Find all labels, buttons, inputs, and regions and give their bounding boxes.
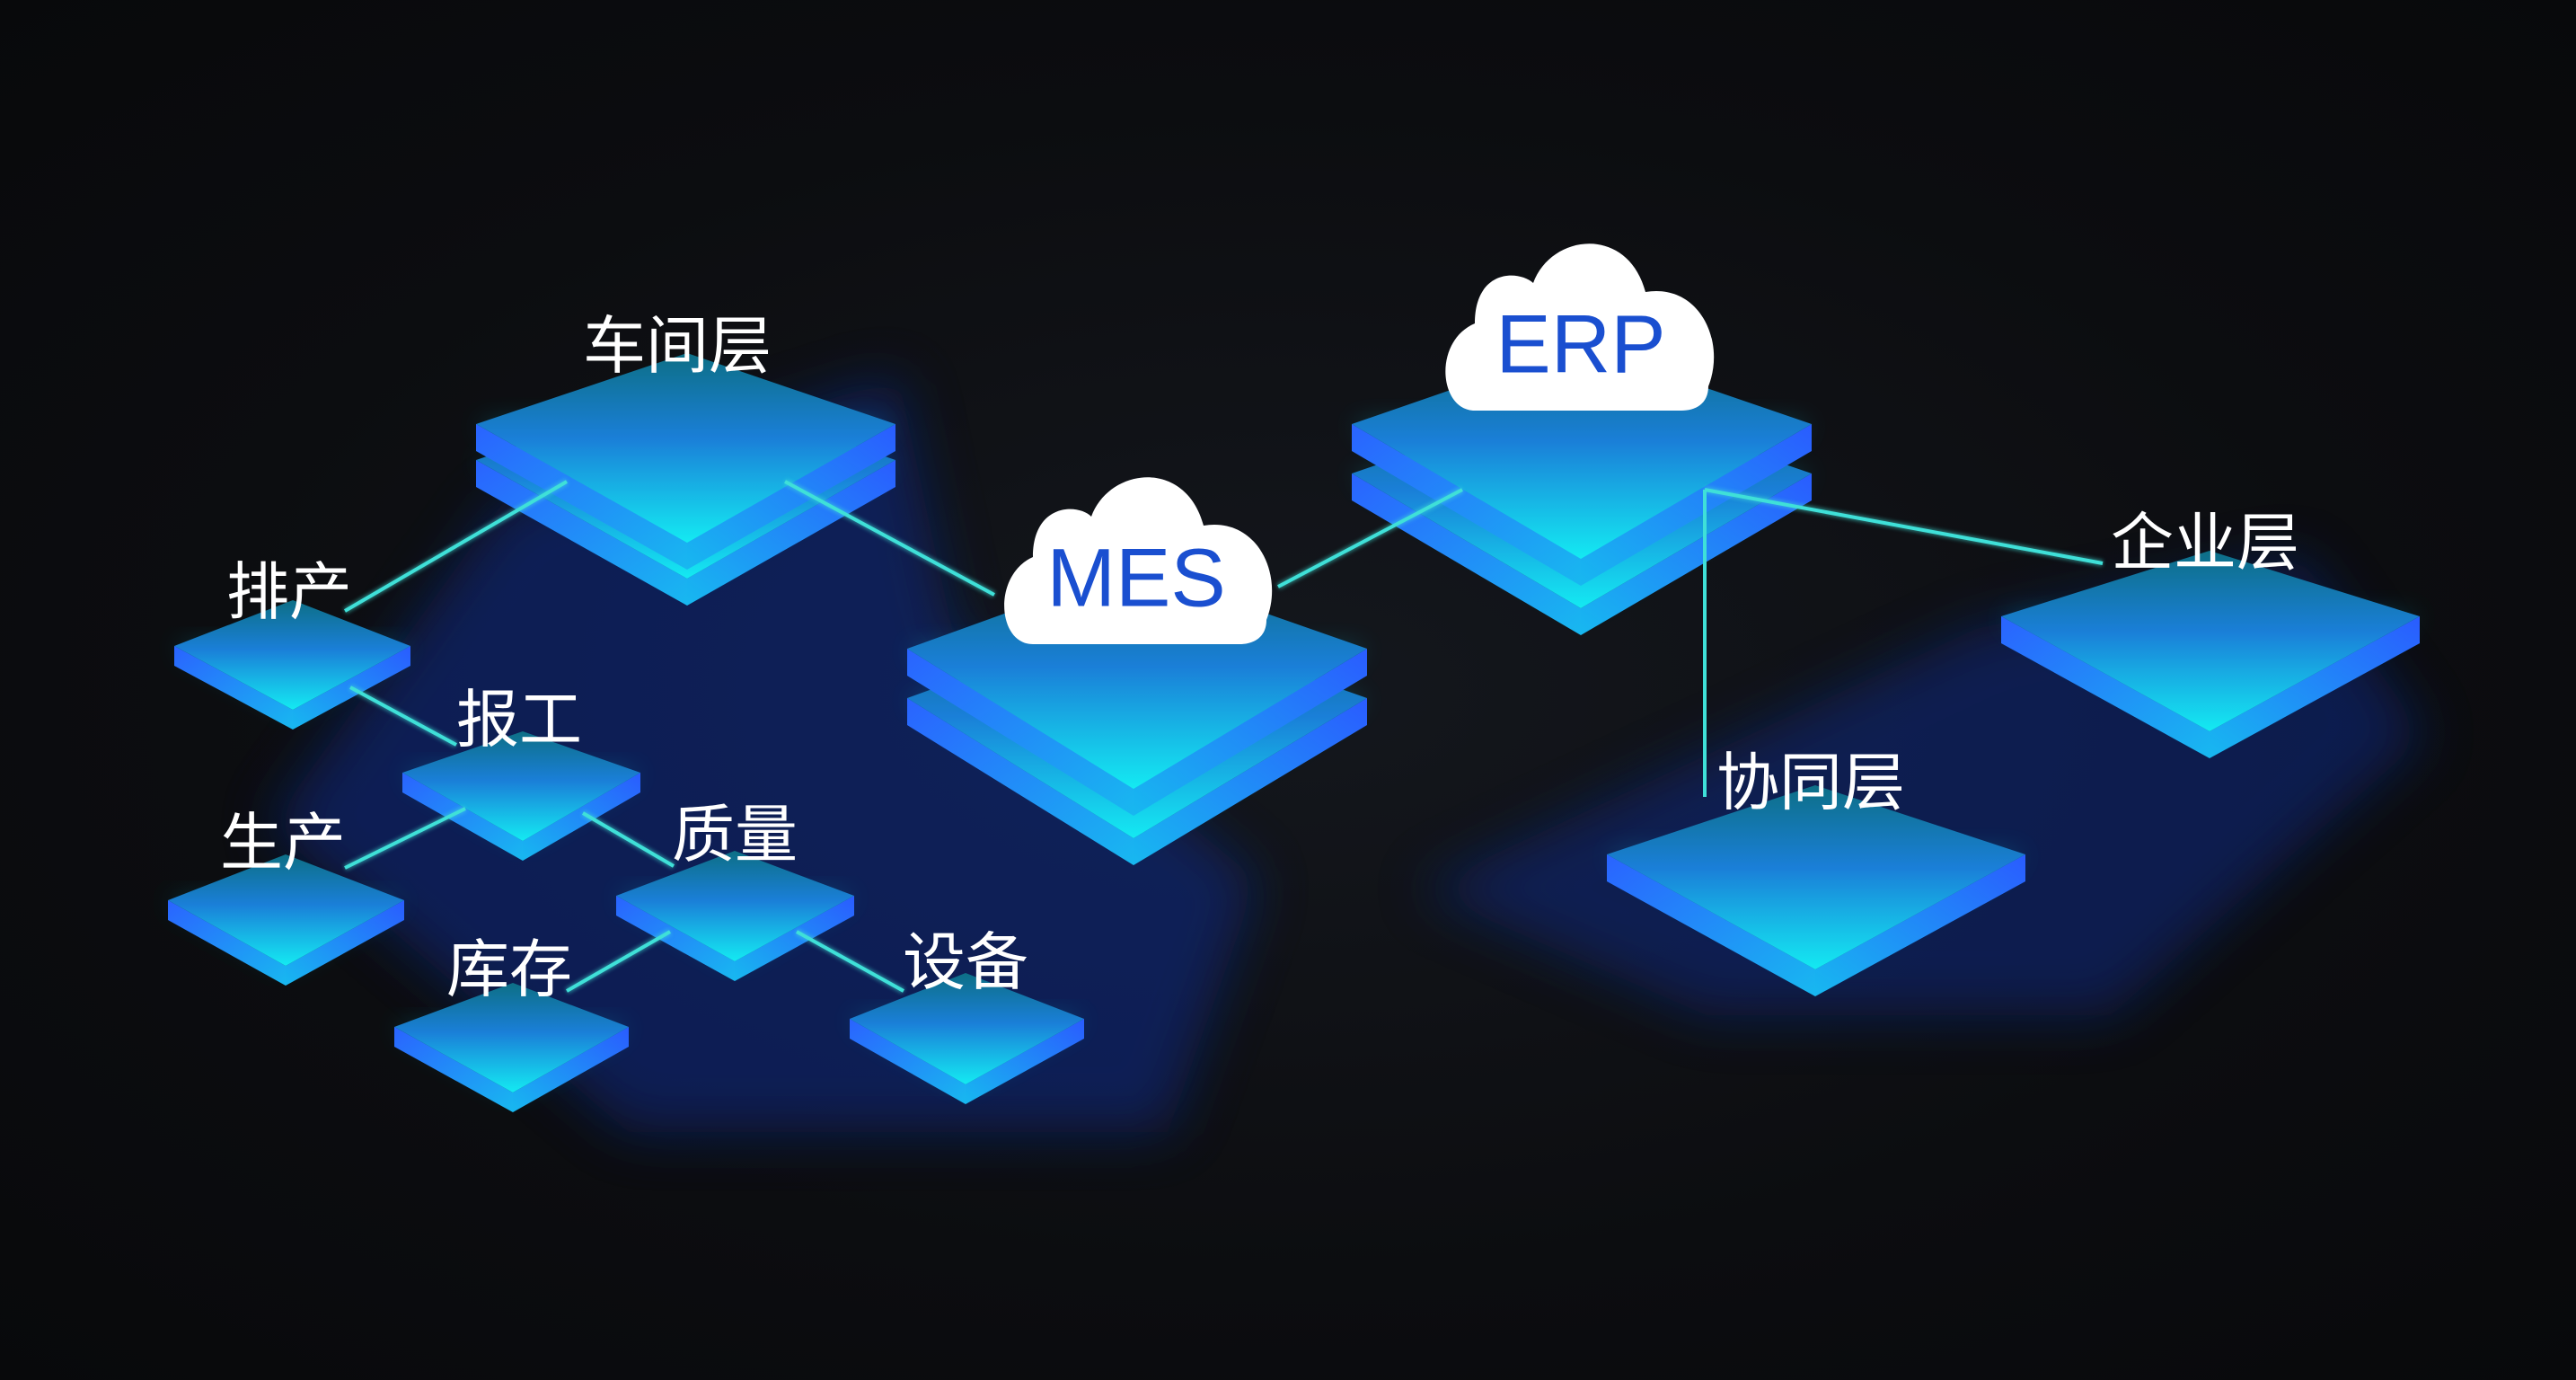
tile-top [394, 983, 629, 1092]
tile-side-right [513, 1027, 629, 1112]
collaboration-layer-label: 协同层 [1716, 746, 1905, 819]
tile-side-right [523, 773, 640, 861]
tile-top [1607, 785, 2025, 969]
enterprise-layer-label: 企业层 [2111, 506, 2299, 579]
tile-side-right [2210, 616, 2420, 758]
tile-workshop [476, 353, 895, 570]
tile-top [850, 973, 1084, 1084]
tile-side-left [907, 698, 1134, 865]
connector-workshop-to-scheduling [343, 480, 569, 613]
tile-side-left [850, 1019, 966, 1104]
cloud-mes[interactable]: MES [1004, 477, 1273, 644]
tile-top [476, 353, 895, 543]
connector-quality-to-equipment [796, 930, 904, 993]
tile-side-right [1134, 698, 1367, 865]
tile-top [174, 600, 410, 710]
inventory-label: 库存 [446, 933, 572, 1006]
quality-label: 质量 [672, 798, 798, 871]
tile-side-right [286, 900, 404, 986]
tile-side-left [402, 773, 523, 861]
erp-label: ERP [1495, 298, 1665, 390]
tile-side-left [616, 896, 735, 981]
tile-side-right [1134, 649, 1367, 816]
tile-equipment [850, 973, 1084, 1104]
tile-top [402, 731, 640, 841]
cloud-icon [1004, 477, 1273, 644]
connector-reporting-to-production [344, 807, 466, 870]
tile-side-right [1815, 854, 2025, 996]
tile-side-left [907, 649, 1134, 816]
tile-side-right [687, 424, 895, 570]
connector-scheduling-to-reporting [349, 686, 457, 747]
scheduling-label: 排产 [226, 555, 352, 629]
tiles [168, 345, 2420, 1112]
tile-side-left [1352, 473, 1581, 635]
tile-enterprise [2001, 551, 2420, 758]
tile-side-right [687, 460, 895, 606]
connector-workshop-to-mes [784, 480, 995, 597]
reporting-label: 报工 [456, 683, 582, 756]
tile-side-left [1607, 854, 1815, 996]
connector-erp-to-enterprise [1704, 488, 2104, 565]
production-label: 生产 [220, 806, 346, 880]
connector-mes-to-erp [1277, 488, 1463, 588]
tile-side-left [174, 646, 293, 730]
mes-label: MES [1046, 532, 1225, 624]
tile-side-right [735, 896, 854, 981]
tile-quality [616, 851, 854, 981]
tile-side-left [394, 1027, 513, 1112]
tile-top [616, 851, 854, 961]
tile-side-left [1352, 424, 1581, 586]
tile-reporting [402, 731, 640, 861]
cloud-erp[interactable]: ERP [1445, 243, 1715, 411]
labels: 车间层 企业层 协同层 排产 报工 生产 质量 库存 设备 [220, 309, 2299, 1006]
cloud-icon [1445, 243, 1715, 411]
tile-top [2001, 551, 2420, 731]
workshop-layer-label: 车间层 [583, 309, 772, 383]
tile-side-left [476, 460, 687, 606]
tile-side-right [966, 1019, 1084, 1104]
tile-side-right [1581, 473, 1812, 635]
tile-side-left [476, 424, 687, 570]
connector-quality-to-inventory [566, 930, 671, 993]
tile-production [168, 854, 404, 986]
tile-side-left [168, 900, 286, 986]
tile-top [168, 854, 404, 966]
connector-reporting-to-quality [581, 811, 675, 868]
connectors [343, 478, 2104, 995]
tile-collaboration [1607, 785, 2025, 996]
shadow-workshop-zone [269, 377, 1257, 1132]
equipment-label: 设备 [903, 925, 1028, 999]
tile-side-left [2001, 616, 2210, 758]
tile-inventory [394, 983, 629, 1112]
tile-side-right [1581, 424, 1812, 586]
